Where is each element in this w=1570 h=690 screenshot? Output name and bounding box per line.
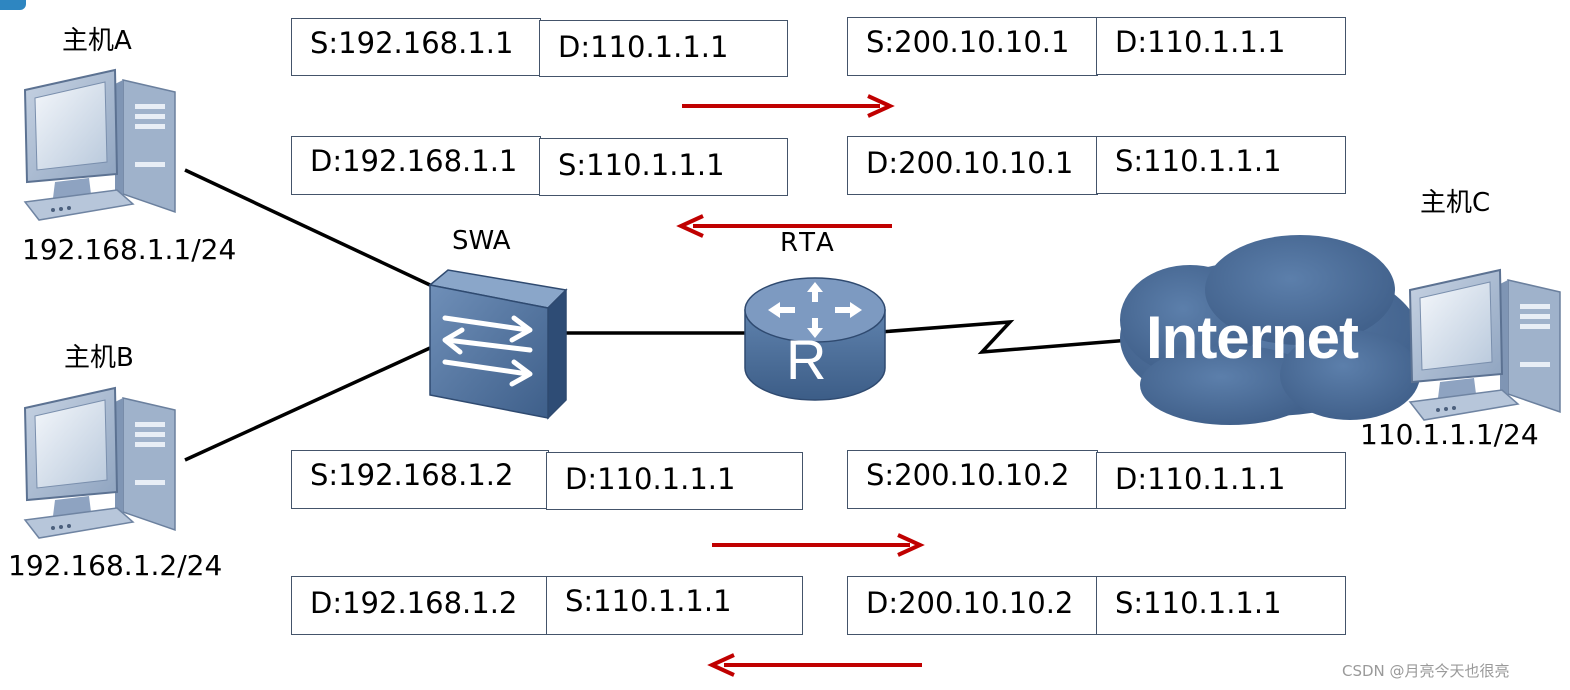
- packet-cell: D:200.10.10.1: [847, 136, 1098, 195]
- packet-cell: S:200.10.10.1: [847, 17, 1098, 76]
- arrow-left-1: [676, 214, 892, 238]
- router-icon: [744, 277, 886, 401]
- packet-cell: D:192.168.1.1: [291, 136, 541, 195]
- internet-label: Internet: [1146, 304, 1359, 371]
- packet-cell: S:110.1.1.1: [1096, 576, 1346, 635]
- router-glyph: R: [786, 328, 827, 391]
- arrow-right-1: [682, 94, 895, 118]
- link-a-swa: [184, 168, 431, 287]
- packet-cell: S:192.168.1.2: [291, 450, 549, 509]
- serial-link-icon: [879, 319, 1131, 355]
- router-name: RTA: [780, 228, 837, 258]
- host-c-computer-icon: [1409, 269, 1561, 421]
- host-a-computer-icon: [24, 69, 176, 221]
- watermark: CSDN @月亮今天也很亮: [1342, 662, 1510, 680]
- packet-cell: D:110.1.1.1: [1096, 452, 1346, 509]
- packet-cell: S:192.168.1.1: [291, 18, 541, 76]
- packet-cell: S:200.10.10.2: [847, 450, 1098, 509]
- packet-cell: D:110.1.1.1: [1096, 17, 1346, 75]
- link-b-swa: [184, 346, 431, 462]
- host-b-computer-icon: [24, 387, 176, 539]
- packet-cell: S:110.1.1.1: [546, 576, 803, 635]
- switch-icon: [428, 269, 568, 420]
- packet-cell: S:110.1.1.1: [539, 138, 788, 196]
- internet-cloud-icon: [1120, 235, 1420, 425]
- host-c-ip: 110.1.1.1/24: [1360, 418, 1539, 451]
- packet-cell: D:192.168.1.2: [291, 576, 549, 635]
- corner-accent: [0, 0, 26, 10]
- host-b-ip: 192.168.1.2/24: [8, 549, 223, 582]
- packet-cell: D:110.1.1.1: [546, 452, 803, 510]
- host-a-ip: 192.168.1.1/24: [22, 233, 237, 266]
- packet-cell: D:200.10.10.2: [847, 576, 1098, 635]
- arrow-left-2: [707, 653, 922, 677]
- switch-name: SWA: [452, 226, 511, 256]
- arrow-right-2: [712, 533, 925, 557]
- host-b-name: 主机B: [64, 343, 134, 373]
- host-c-name: 主机C: [1420, 188, 1491, 218]
- packet-cell: D:110.1.1.1: [539, 20, 788, 77]
- host-a-name: 主机A: [62, 26, 132, 56]
- packet-cell: S:110.1.1.1: [1096, 136, 1346, 194]
